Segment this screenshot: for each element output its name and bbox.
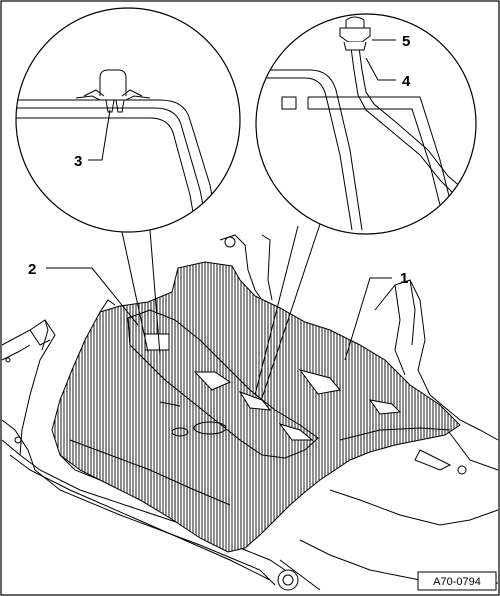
detail-circle-right: [255, 13, 477, 235]
figure-id-label: A70-0794: [433, 576, 481, 588]
callout-2-label: 2: [28, 261, 36, 278]
callout-2-leader: [46, 267, 139, 326]
callout-1-leader: [344, 277, 392, 361]
tunnel-details: [59, 299, 451, 506]
callout-4-leader: [365, 57, 396, 81]
clip-detail-icon: [75, 69, 151, 113]
callout-1-label: 1: [400, 270, 408, 287]
callout-5-label: 5: [402, 33, 410, 50]
callouts: [46, 39, 396, 361]
line-retainer-detail-icon: [339, 16, 371, 51]
detail-connectors: [121, 223, 321, 399]
figure-id-badge: A70-0794: [417, 571, 497, 591]
callout-3-leader: [88, 109, 111, 161]
detail-circle-left: [15, 7, 241, 233]
callout-4-label: 4: [402, 73, 411, 90]
callout-3-label: 3: [74, 153, 82, 170]
